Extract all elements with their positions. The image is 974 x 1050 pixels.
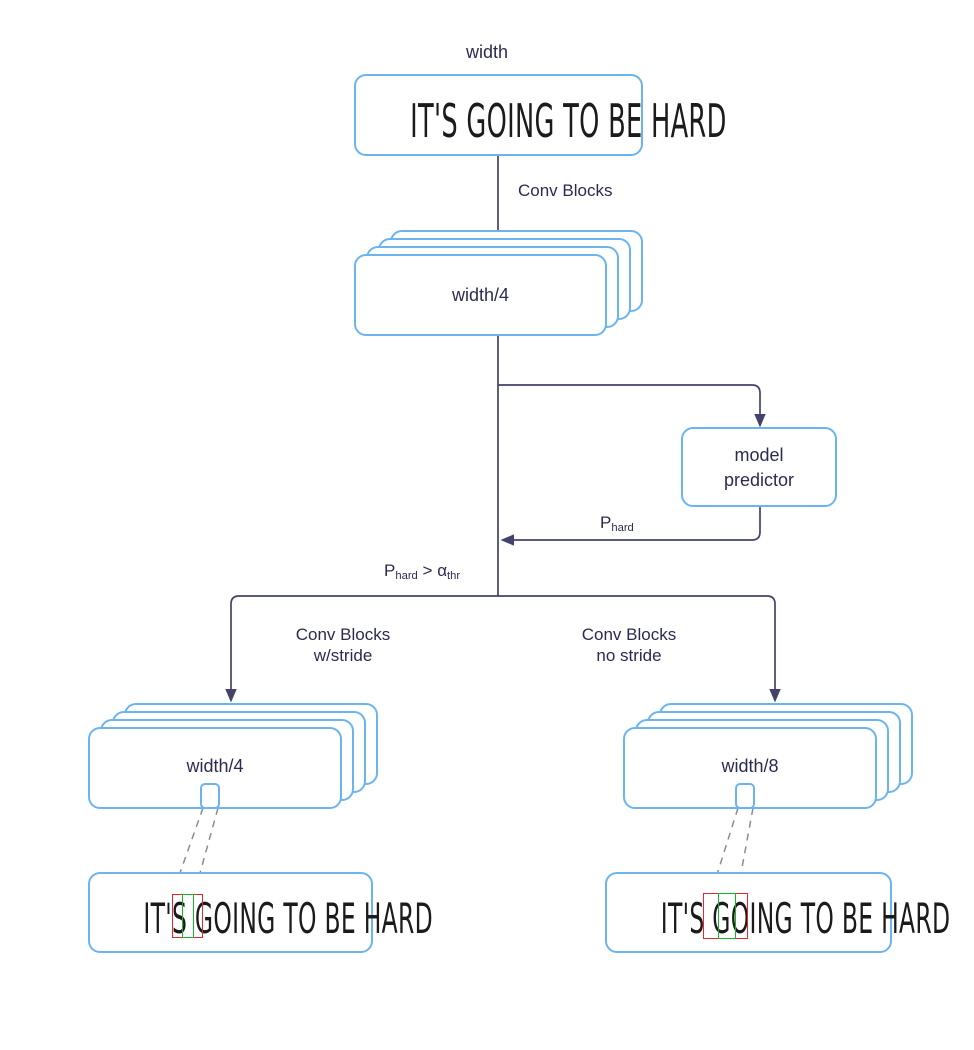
threshold-p-base: P [384, 561, 396, 580]
edge-label-conv-blocks: Conv Blocks [518, 181, 613, 200]
edge-predictor-feedback [500, 507, 761, 546]
edge-split-right [498, 595, 781, 703]
right-branch-line2: no stride [596, 646, 662, 666]
dashed-left-b [196, 807, 219, 885]
left-output-text-box: IT'S GOING TO BE HARD [88, 872, 433, 953]
threshold-alpha-subscript: thr [447, 569, 461, 582]
width-label: width [465, 42, 509, 62]
right-receptive-cell [735, 783, 755, 809]
p-hard-base: P [600, 513, 612, 532]
dashed-right-a [713, 807, 739, 885]
dashed-left-a [175, 807, 204, 885]
threshold-alpha-base: α [437, 561, 448, 580]
edge-label-right-branch: Conv Blocks no stride [549, 624, 709, 667]
feature-stack-width-4: width/4 [354, 230, 644, 336]
threshold-p-subscript: hard [395, 569, 418, 582]
left-feature-stack: width/4 [88, 703, 380, 809]
right-feature-stack-label: width/8 [721, 756, 779, 776]
right-output-text-value: IT'S GOING TO BE HARD [660, 894, 951, 943]
left-branch-line1: Conv Blocks [295, 625, 391, 644]
edge-trunk-to-predictor [498, 384, 766, 428]
right-highlight-green-box [718, 893, 736, 939]
input-text-value: IT'S GOING TO BE HARD [410, 94, 727, 148]
edge-label-left-branch: Conv Blocks w/stride [263, 624, 423, 667]
edge-label-threshold: Phard > αthr [384, 560, 460, 583]
left-branch-line2: w/stride [313, 646, 373, 666]
model-predictor-box: model predictor [681, 427, 837, 507]
model-predictor-line1: model [734, 445, 784, 465]
left-output-text-value: IT'S GOING TO BE HARD [143, 894, 433, 943]
left-highlight-green-box [182, 894, 194, 938]
threshold-operator: > [417, 561, 438, 580]
p-hard-subscript: hard [611, 521, 634, 534]
edge-split-left [225, 595, 498, 703]
left-feature-stack-label: width/4 [186, 756, 244, 776]
model-predictor-line2: predictor [723, 470, 795, 490]
feature-stack-label: width/4 [451, 285, 510, 305]
right-feature-stack: width/8 [623, 703, 915, 809]
input-text-box: IT'S GOING TO BE HARD [354, 74, 727, 156]
stack-layer-1 [354, 254, 607, 336]
edge-label-p-hard: Phard [600, 512, 634, 535]
left-receptive-cell [200, 783, 220, 809]
right-output-text-box: IT'S GOING TO BE HARD [605, 872, 951, 953]
right-branch-line1: Conv Blocks [581, 625, 677, 644]
